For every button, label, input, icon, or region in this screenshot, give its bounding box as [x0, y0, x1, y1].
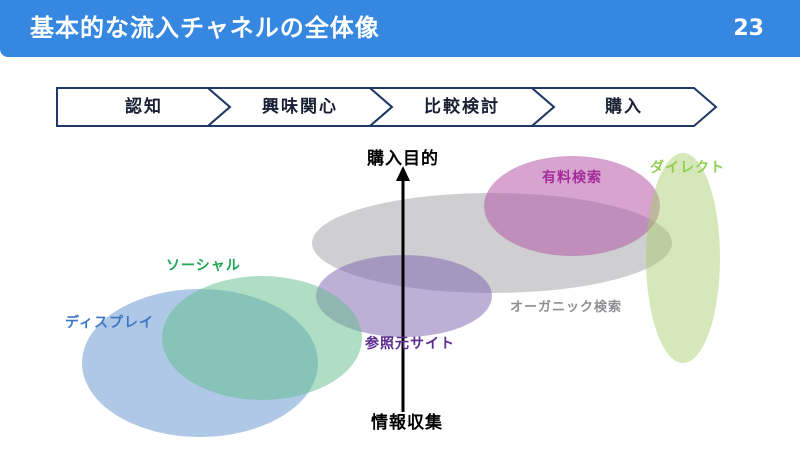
funnel-stage-awareness: 認知 — [125, 97, 163, 117]
arrow-up-icon — [396, 166, 410, 181]
channel-label-paid-search: 有料検索 — [542, 170, 602, 186]
vertical-axis-arrow — [396, 166, 410, 412]
axis-label-purchase-intent: 購入目的 — [367, 149, 439, 169]
channel-label-direct: ダイレクト — [650, 160, 725, 176]
channel-label-display: ディスプレイ — [65, 315, 155, 331]
funnel-stage-interest: 興味関心 — [262, 97, 338, 117]
channel-label-organic-search: オーガニック検索 — [510, 300, 623, 315]
axis-label-info-gathering: 情報収集 — [371, 413, 443, 433]
funnel-chevron-band — [56, 87, 718, 127]
ellipse-direct — [646, 153, 720, 363]
channel-label-referral-site: 参照元サイト — [365, 336, 455, 352]
page-number: 23 — [733, 16, 764, 41]
funnel-stage-purchase: 購入 — [605, 97, 643, 117]
chevron-shape-4 — [529, 87, 718, 127]
ellipse-social — [162, 276, 362, 400]
channel-label-social: ソーシャル — [166, 258, 241, 274]
ellipse-paid-search — [484, 156, 660, 256]
funnel-stage-comparison: 比較検討 — [424, 97, 500, 117]
slide-header: 基本的な流入チャネルの全体像 23 — [0, 0, 800, 57]
page-title: 基本的な流入チャネルの全体像 — [30, 14, 380, 42]
